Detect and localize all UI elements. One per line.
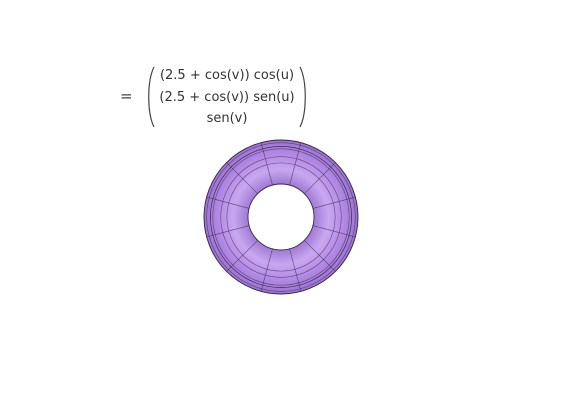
- equals-sign: =: [120, 87, 133, 105]
- matrix-row-z: sen(v): [206, 111, 248, 126]
- torus-meridian-line: [312, 225, 356, 238]
- torus-parallel-line: [203, 139, 359, 295]
- parametric-formula: = (2.5 + cos(v)) cos(u) (2.5 + cos(v)) s…: [0, 0, 561, 140]
- torus-surface: [203, 139, 359, 295]
- matrix-row-y: (2.5 + cos(v)) sen(u): [159, 90, 295, 105]
- torus-meridian-line: [206, 225, 250, 238]
- torus-meridian-line: [289, 248, 302, 292]
- torus-meridian-line: [206, 196, 250, 209]
- torus-parallel-line: [212, 148, 350, 286]
- torus-parallel-line: [226, 162, 336, 272]
- torus-parallel-line: [220, 156, 342, 278]
- matrix-row-x: (2.5 + cos(v)) cos(u): [159, 68, 295, 83]
- torus-meridian-line: [312, 196, 356, 209]
- torus-meridian-line: [226, 240, 258, 272]
- torus-meridian-line: [289, 142, 302, 186]
- torus-parallel-line: [210, 146, 352, 288]
- left-parenthesis: [148, 66, 155, 128]
- torus-meridian-line: [304, 162, 336, 194]
- torus-meridian-line: [226, 162, 258, 194]
- torus-meridian-line: [304, 240, 336, 272]
- torus-figure: [200, 136, 362, 298]
- right-parenthesis: [299, 66, 306, 128]
- vector-matrix: (2.5 + cos(v)) cos(u) (2.5 + cos(v)) sen…: [146, 66, 308, 128]
- torus-meridian-line: [260, 142, 273, 186]
- torus-parallel-line: [206, 142, 356, 292]
- torus-meridian-line: [260, 248, 273, 292]
